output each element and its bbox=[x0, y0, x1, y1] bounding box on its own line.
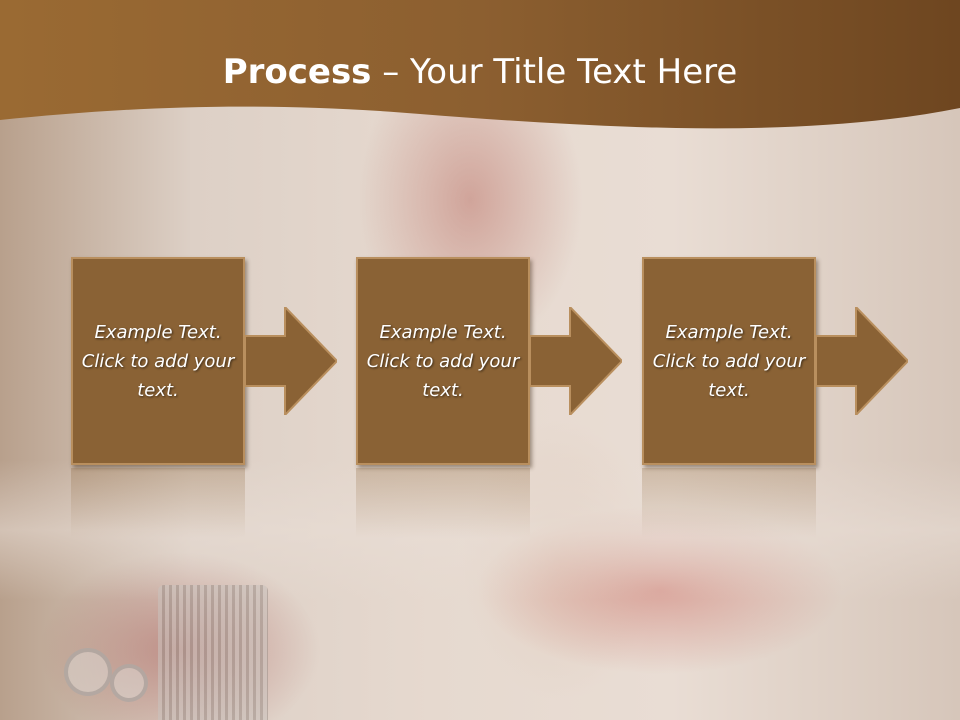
car-grille bbox=[158, 585, 268, 720]
step-3-text: Example Text. Click to add your text. bbox=[652, 321, 806, 401]
header-band bbox=[0, 0, 960, 129]
step-arrow-1 bbox=[245, 307, 337, 415]
background-fade bbox=[0, 460, 960, 600]
process-step-3[interactable]: Example Text. Click to add your text. bbox=[642, 257, 816, 465]
car-headlamp bbox=[110, 664, 148, 702]
step-1-text: Example Text. Click to add your text. bbox=[81, 321, 235, 401]
step-2-text: Example Text. Click to add your text. bbox=[366, 321, 520, 401]
step-1-reflection bbox=[71, 468, 245, 538]
step-3-reflection bbox=[642, 468, 816, 538]
step-arrow-2 bbox=[530, 307, 622, 415]
car-headlamp bbox=[64, 648, 112, 696]
title-rest: – Your Title Text Here bbox=[371, 52, 738, 92]
step-arrow-3 bbox=[816, 307, 908, 415]
title-bold: Process bbox=[222, 52, 372, 92]
step-2-reflection bbox=[356, 468, 530, 538]
process-step-2[interactable]: Example Text. Click to add your text. bbox=[356, 257, 530, 465]
process-step-1[interactable]: Example Text. Click to add your text. bbox=[71, 257, 245, 465]
slide-title[interactable]: Process – Your Title Text Here bbox=[0, 52, 960, 92]
